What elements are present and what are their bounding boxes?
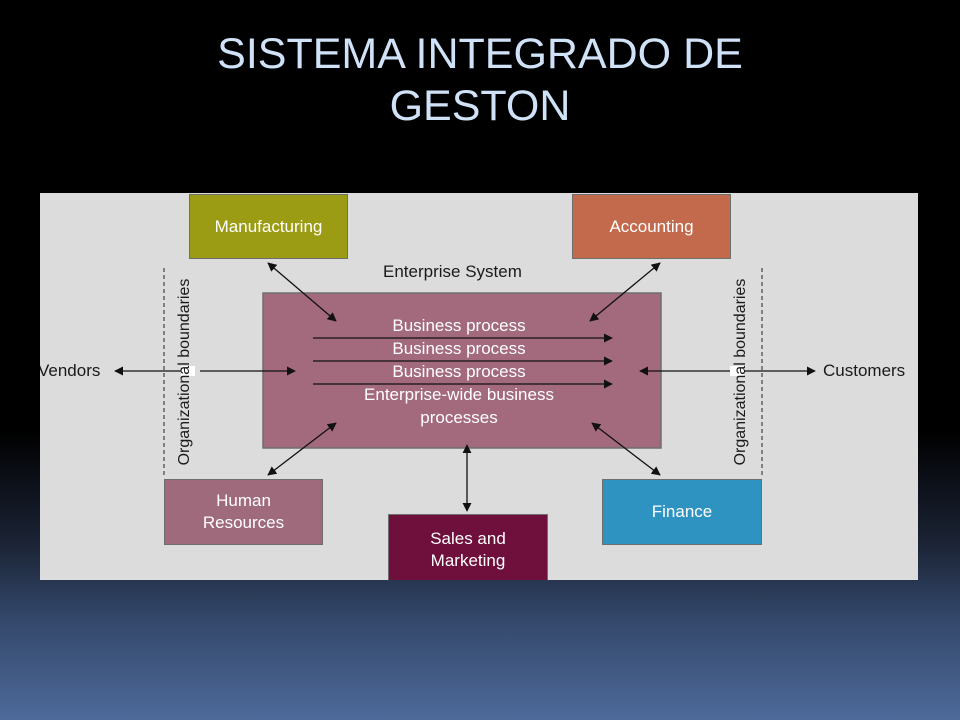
finance-connector: [591, 422, 661, 476]
right-gap-marker: [730, 366, 744, 376]
core-line-2: Business process: [392, 339, 526, 358]
customers-label: Customers: [823, 361, 906, 380]
core-process-text: Business process Business process Busine…: [263, 314, 655, 429]
connector-layer: [114, 262, 816, 512]
slide-title: SISTEMA INTEGRADO DE GESTON: [140, 28, 820, 132]
sales-label-line2: Marketing: [430, 550, 506, 570]
accounting-label: Accounting: [609, 216, 694, 236]
accounting-connector: [589, 262, 661, 322]
core-line-3: Business process: [392, 362, 526, 381]
human-resources-connector: [267, 422, 337, 476]
slide-title-line2: GESTON: [389, 82, 571, 130]
core-line-4: Enterprise-wide business: [364, 385, 554, 404]
sales-label-line1: Sales and: [430, 528, 506, 548]
core-line-5: processes: [420, 408, 498, 427]
finance-box: Finance: [602, 479, 762, 545]
right-boundary-label: Organizational boundaries: [732, 278, 749, 466]
enterprise-system-diagram: Manufacturing Accounting Human Resources…: [40, 193, 918, 580]
human-resources-box: Human Resources: [164, 479, 323, 545]
vendors-label: Vendors: [40, 361, 101, 380]
manufacturing-connector: [267, 262, 337, 322]
manufacturing-box: Manufacturing: [189, 194, 348, 259]
human-resources-label-line1: Human: [216, 491, 271, 510]
finance-label: Finance: [651, 502, 713, 521]
accounting-box: Accounting: [572, 194, 731, 259]
human-resources-label-line2: Resources: [202, 513, 285, 532]
manufacturing-label: Manufacturing: [214, 216, 323, 236]
slide-title-line1: SISTEMA INTEGRADO DE: [217, 30, 743, 78]
core-line-1: Business process: [392, 316, 526, 335]
left-gap-marker: [181, 366, 195, 376]
enterprise-system-label: Enterprise System: [383, 262, 522, 281]
left-boundary-label: Organizational boundaries: [176, 278, 193, 466]
sales-marketing-box: Sales and Marketing: [388, 514, 548, 580]
